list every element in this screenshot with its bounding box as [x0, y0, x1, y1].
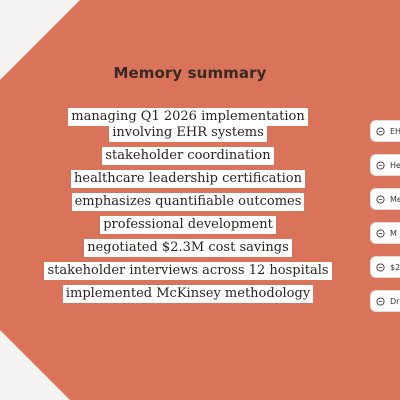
memory-phrase: emphasizes quantifiable outcomes	[71, 193, 305, 211]
page-title: Memory summary	[113, 64, 267, 82]
memory-sidebar: EH He Me M $2 Dr	[370, 120, 400, 324]
sidebar-item-label: Dr	[390, 296, 400, 306]
sidebar-item-label: M	[390, 228, 397, 238]
memory-phrase: involving EHR systems	[109, 124, 267, 142]
sidebar-item-label: Me	[390, 194, 400, 204]
phrase-row: negotiated $2.3M cost savings	[84, 239, 292, 262]
sidebar-memory-item[interactable]: EH	[370, 120, 400, 142]
phrase-row: emphasizes quantifiable outcomes	[71, 193, 305, 216]
sidebar-memory-item[interactable]: He	[370, 154, 400, 176]
sidebar-item-label: He	[390, 160, 400, 170]
phrase-row: involving EHR systems	[109, 124, 267, 147]
sidebar-memory-item[interactable]: Me	[370, 188, 400, 210]
memory-phrase: negotiated $2.3M cost savings	[84, 239, 292, 257]
chat-bubble-icon	[376, 262, 385, 272]
sidebar-memory-item[interactable]: M	[370, 222, 400, 244]
sidebar-item-label: EH	[390, 126, 400, 136]
phrase-row: managing Q1 2026 implementation	[68, 108, 308, 126]
phrase-row: implemented McKinsey methodology	[62, 285, 314, 308]
chat-bubble-icon	[376, 228, 385, 238]
memory-phrase: healthcare leadership certification	[71, 170, 305, 188]
chat-bubble-icon	[376, 194, 385, 204]
phrase-row: stakeholder interviews across 12 hospita…	[44, 262, 332, 285]
sidebar-item-label: $2	[390, 262, 400, 272]
memory-phrase: stakeholder interviews across 12 hospita…	[44, 262, 332, 280]
phrase-row: professional development	[100, 216, 276, 239]
phrase-row: healthcare leadership certification	[71, 170, 305, 193]
chat-bubble-icon	[376, 126, 385, 136]
memory-phrase: managing Q1 2026 implementation	[68, 108, 308, 126]
memory-phrase-list: managing Q1 2026 implementation involvin…	[0, 108, 376, 308]
memory-phrase: professional development	[100, 216, 276, 234]
chat-bubble-icon	[376, 296, 385, 306]
sidebar-memory-item[interactable]: $2	[370, 256, 400, 278]
chat-bubble-icon	[376, 160, 385, 170]
memory-phrase: implemented McKinsey methodology	[62, 285, 314, 303]
memory-phrase: stakeholder coordination	[102, 147, 274, 165]
sidebar-memory-item[interactable]: Dr	[370, 290, 400, 312]
phrase-row: stakeholder coordination	[102, 147, 274, 170]
